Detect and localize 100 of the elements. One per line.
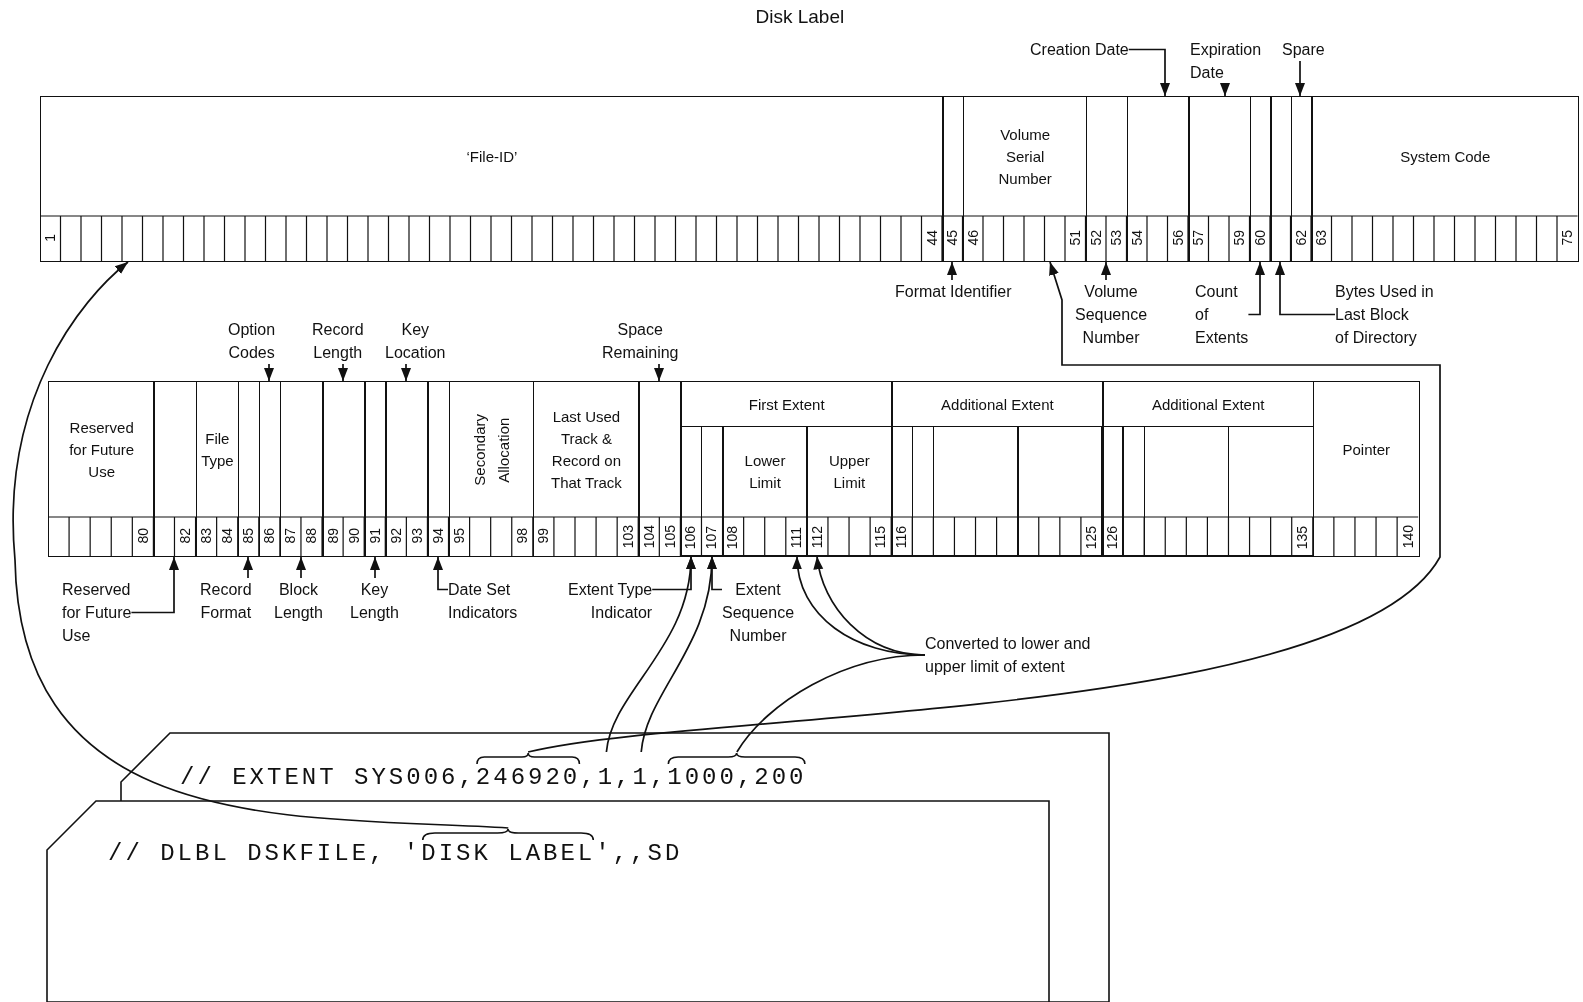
leader-arrow: [1101, 261, 1111, 281]
group-heading: First Extent: [748, 395, 825, 415]
field-name: Last Used Track & Record on That Track: [551, 407, 622, 493]
record-field: [1143, 426, 1230, 557]
byte-number: 59: [1232, 230, 1247, 246]
record-field: [1126, 96, 1190, 262]
record-field: [962, 96, 1088, 262]
record-field: [1188, 96, 1252, 262]
diagram-title: Disk Label: [755, 6, 845, 28]
leader-arrow: [433, 556, 449, 591]
record-field: [911, 426, 935, 557]
byte-number: 62: [1293, 230, 1308, 246]
callout-label: Record Length: [312, 318, 364, 364]
field-name: ‘File-ID’: [466, 147, 518, 167]
callout-label: Extent Sequence Number: [722, 578, 795, 647]
record-field: [1290, 96, 1313, 262]
leader-arrow: [1275, 261, 1336, 316]
callout-label: Creation Date: [1030, 38, 1129, 61]
byte-number: 46: [965, 230, 980, 246]
field-name: Upper Limit: [828, 451, 870, 494]
record-field: [1227, 426, 1314, 557]
record-field: [195, 381, 240, 557]
byte-number: 80: [135, 528, 150, 544]
connector-curve: [12, 261, 510, 829]
group-heading: Additional Extent: [941, 395, 1054, 415]
byte-number: 86: [262, 528, 277, 544]
callout-label: Key Length: [350, 578, 399, 624]
field-group: [680, 381, 893, 557]
record-field: [1122, 426, 1146, 557]
command-text: ,: [649, 764, 668, 791]
record-field: [700, 426, 724, 557]
record-field: [1085, 96, 1129, 262]
leader-arrow: [1295, 60, 1305, 97]
record-field: [1249, 96, 1272, 262]
record-field: [890, 426, 914, 557]
byte-number: 82: [178, 528, 192, 544]
leader-arrow: [1220, 83, 1230, 97]
record-field: [448, 381, 535, 557]
byte-number: 135: [1294, 525, 1309, 550]
leader-arrow: [947, 261, 957, 281]
callout-label: Volume Sequence Number: [1075, 280, 1148, 349]
byte-number: 140: [1400, 524, 1415, 549]
command-text: // DLBL DSKFILE, ': [108, 840, 422, 867]
record-field: [237, 381, 261, 557]
byte-number: 93: [409, 528, 424, 544]
leader-arrow: [243, 556, 253, 579]
byte-number: 83: [199, 528, 214, 544]
byte-number: 99: [536, 528, 551, 544]
byte-number: 115: [873, 526, 888, 549]
connector-curve: [640, 555, 717, 753]
parameter-value: 1: [632, 752, 650, 791]
connector-curve: [605, 555, 696, 753]
callout-label: Spare: [1282, 38, 1325, 61]
parameter-value: DISK LABEL: [421, 828, 596, 867]
field-name: Pointer: [1342, 440, 1390, 460]
byte-number: 106: [683, 525, 698, 550]
record-field: [1312, 381, 1420, 557]
byte-number: 84: [220, 528, 235, 544]
record-field: [1017, 426, 1103, 557]
byte-number: 126: [1104, 525, 1119, 550]
callout-label: Block Length: [274, 578, 323, 624]
field-name: Reserved for Future Use: [69, 418, 135, 482]
callout-label: Space Remaining: [602, 318, 679, 364]
annotation-note: Converted to lower and upper limit of extent: [925, 632, 1091, 678]
record-field: [153, 381, 198, 557]
byte-number: 89: [325, 528, 340, 544]
record-field: [532, 381, 640, 557]
callout-label: Record Format: [200, 578, 252, 624]
callout-label: Format Identifier: [895, 280, 1012, 303]
byte-number: 94: [430, 528, 445, 544]
byte-number: 95: [452, 528, 467, 544]
leader-arrow: [130, 556, 179, 614]
record-field: [1101, 426, 1125, 557]
parameter-value: 246920: [475, 752, 581, 791]
byte-number: 112: [809, 526, 824, 549]
record-field: [40, 96, 944, 262]
callout-label: Key Location: [385, 318, 446, 364]
group-heading: Additional Extent: [1151, 395, 1265, 415]
byte-number: 92: [388, 528, 403, 544]
callout-label: Count of Extents: [1195, 280, 1249, 349]
byte-number: 91: [367, 528, 382, 544]
byte-number: 85: [241, 528, 256, 544]
byte-number: 105: [662, 524, 677, 549]
byte-number: 53: [1109, 230, 1124, 246]
record-field: [385, 381, 429, 557]
command-text: ',,SD: [595, 840, 683, 867]
command-text: ,: [615, 764, 633, 791]
record-field: [1270, 96, 1293, 262]
callout-label: Bytes Used in Last Block of Directory: [1335, 280, 1434, 349]
callout-label: Extent Type Indicator: [568, 578, 653, 624]
leader-arrow: [370, 556, 380, 579]
record-field: [932, 426, 1019, 557]
byte-number: 98: [515, 528, 530, 544]
field-name: File Type: [201, 429, 234, 471]
byte-number: 60: [1252, 230, 1267, 246]
record-field: [322, 381, 366, 557]
byte-number: 1: [43, 234, 58, 243]
punched-card: [46, 800, 1050, 1002]
byte-number: 103: [620, 524, 635, 549]
record-field: [279, 381, 324, 557]
